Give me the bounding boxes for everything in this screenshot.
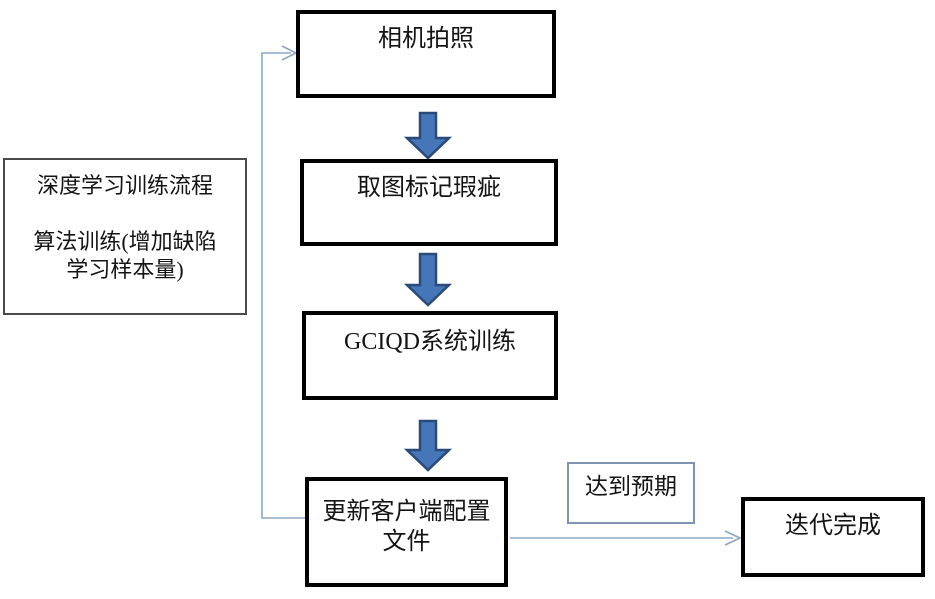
- side-note-label: 深度学习训练流程 算法训练(增加缺陷 学习样本量): [33, 173, 217, 282]
- node-system-training: GCIQD系统训练: [302, 311, 558, 400]
- node-camera: 相机拍照: [296, 10, 556, 98]
- result-arrowhead-icon: [724, 530, 742, 546]
- node-system-training-label: GCIQD系统训练: [344, 329, 516, 355]
- node-update-config: 更新客户端配置 文件: [305, 477, 508, 587]
- feedback-connector-line: [261, 52, 305, 519]
- condition-expected-label: 达到预期: [585, 474, 677, 499]
- node-mark-defects-label: 取图标记瑕疵: [357, 175, 501, 201]
- down-block-arrow-icon: [403, 252, 453, 307]
- side-note-box: 深度学习训练流程 算法训练(增加缺陷 学习样本量): [3, 158, 247, 315]
- node-iteration-done-label: 迭代完成: [785, 513, 881, 539]
- node-mark-defects: 取图标记瑕疵: [300, 159, 558, 246]
- node-iteration-done: 迭代完成: [741, 497, 925, 577]
- down-block-arrow-icon: [403, 111, 453, 160]
- node-camera-label: 相机拍照: [378, 26, 474, 52]
- node-update-config-label: 更新客户端配置 文件: [322, 499, 491, 555]
- condition-expected-box: 达到预期: [567, 462, 695, 524]
- down-block-arrow-icon: [403, 419, 453, 472]
